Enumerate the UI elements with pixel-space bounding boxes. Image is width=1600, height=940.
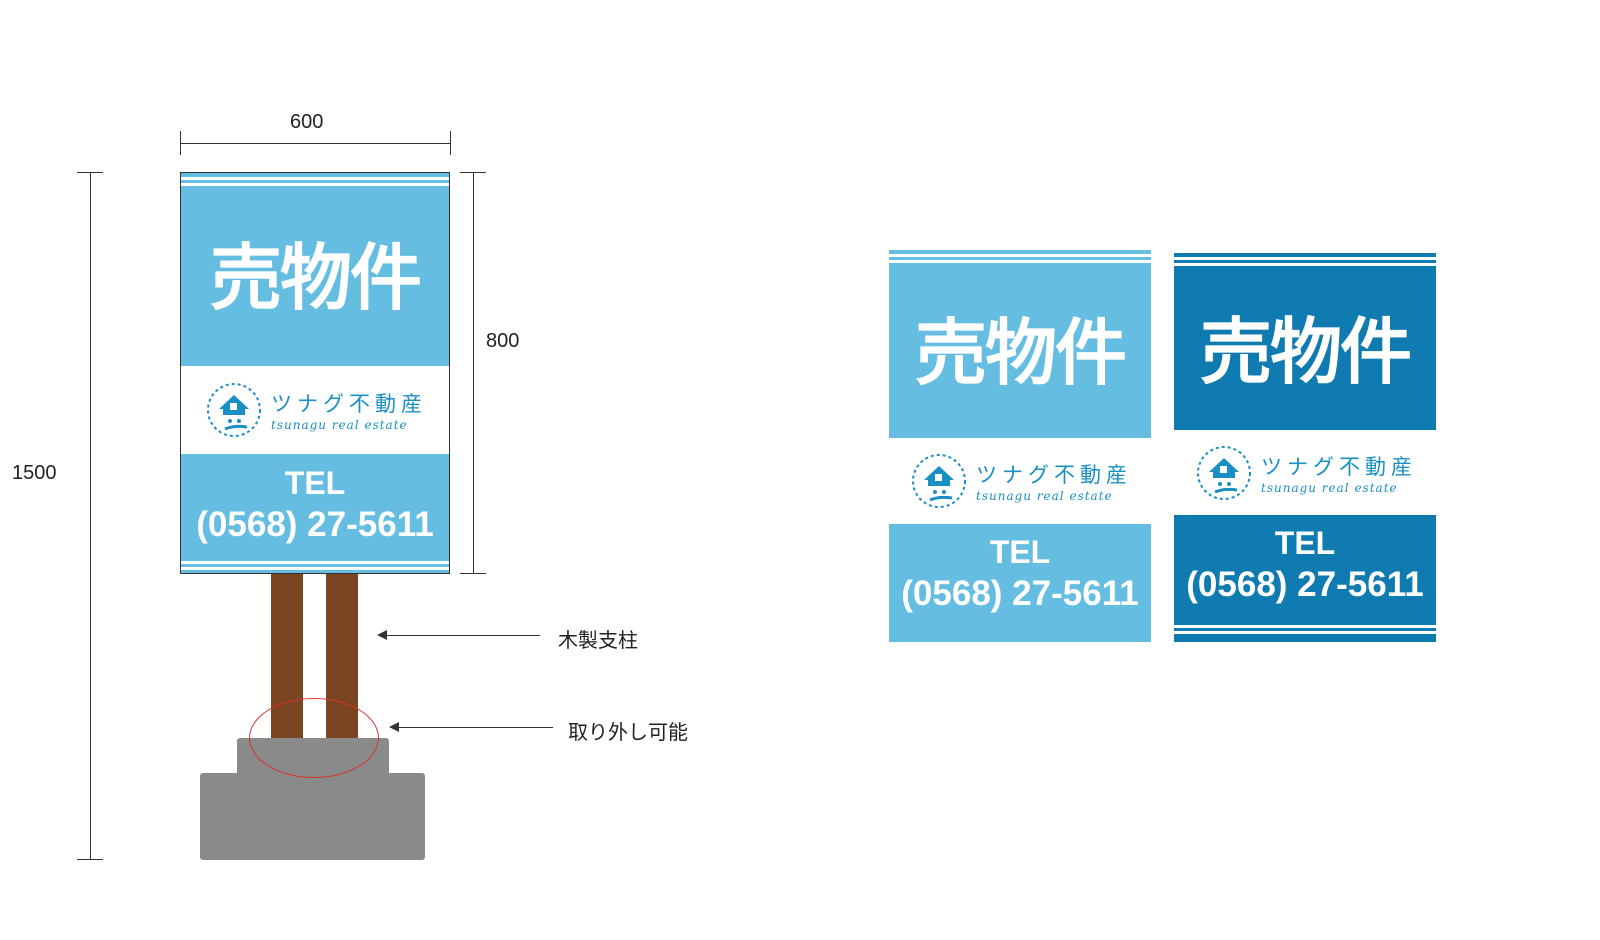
tel-label: TEL [284,465,346,501]
brand-name-jp: ツナグ不動産 [976,463,1132,487]
width-tick-right [450,131,451,155]
brand-name-jp: ツナグ不動産 [271,392,427,416]
removable-highlight-ellipse [249,698,379,778]
total-height-label: 1500 [12,462,57,484]
removable-arrow-line [396,727,553,728]
sign-headline: 売物件 [914,311,1127,395]
sign-light-blue-variant: 売物件 ツナグ不動産 tsunagu real estate TEL (0568)… [889,250,1151,642]
removable-arrow-head [389,722,399,732]
sign-height-tick-top [460,172,486,173]
width-tick-left [180,131,181,155]
sign-height-label: 800 [486,330,520,352]
sign-headline: 売物件 [1199,310,1412,394]
tel-label: TEL [989,534,1051,570]
brand-logo: ツナグ不動産 tsunagu real estate [181,366,449,454]
tel-label: TEL [1274,525,1336,561]
total-height-dimension-line [90,172,91,860]
posts-arrow-line [384,635,540,636]
brand-name-en: tsunagu real estate [1261,480,1398,495]
total-height-tick-bottom [77,859,103,860]
total-height-tick-top [77,172,103,173]
house-mascot-icon [207,383,261,437]
brand-name-en: tsunagu real estate [976,489,1113,503]
width-dimension-line [180,143,450,144]
tel-number: (0568) 27-5611 [196,505,434,544]
sign-height-tick-bottom [460,573,486,574]
posts-arrow-head [377,630,387,640]
sign-headline: 売物件 [209,236,422,320]
tel-number: (0568) 27-5611 [901,574,1139,613]
house-mascot-icon [912,454,966,508]
house-mascot-icon [1197,445,1251,500]
tel-number: (0568) 27-5611 [1186,565,1424,604]
brand-logo: ツナグ不動産 tsunagu real estate [889,438,1151,524]
base-bottom [200,773,425,860]
brand-name-jp: ツナグ不動産 [1261,454,1417,479]
sign-height-dimension-line [473,172,474,574]
sign-on-stand: 売物件 ツナグ不動産 tsunagu real estate TEL (0568)… [180,172,450,574]
removable-callout-label: 取り外し可能 [568,722,688,744]
width-label: 600 [290,111,324,133]
posts-callout-label: 木製支柱 [558,630,638,652]
brand-name-en: tsunagu real estate [271,418,408,432]
